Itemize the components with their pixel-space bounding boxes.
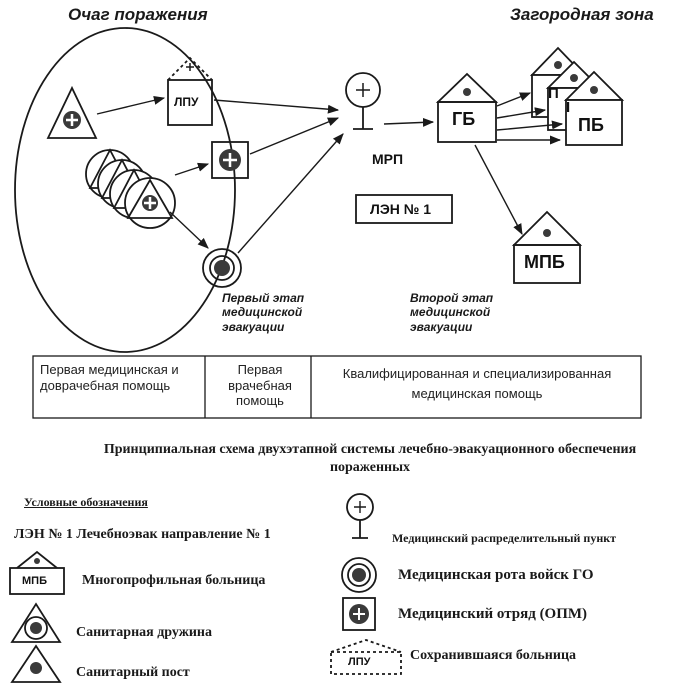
mpb-hospital-icon [511, 210, 583, 284]
legend-med-company: Медицинская рота войск ГО [398, 567, 594, 583]
legend-mpb-box [9, 550, 65, 595]
gb-hospital-icon [435, 72, 499, 143]
legend-preserved-hospital: Сохранившаяся больница [410, 648, 577, 663]
first-stage-label: Первый этап медицинской эвакуации [222, 291, 305, 334]
mrp-icon [345, 72, 381, 130]
lpu-label: ЛПУ [174, 95, 199, 109]
legend-mpb: Многопрофильная больница [82, 573, 266, 588]
legend-sanitary-squad: Санитарная дружина [76, 625, 213, 640]
flow-arrows [96, 92, 564, 254]
legend-sanitary-squad-icon [10, 602, 62, 643]
legend-mrp: Медицинский распределительный пункт [392, 531, 617, 545]
lpu-icon [167, 56, 213, 126]
legend-title: Условные обозначения [24, 495, 148, 509]
lesion-focus-title: Очаг поражения [68, 5, 208, 24]
legend-sanitary-post: Санитарный пост [76, 665, 190, 680]
pb-hospital-icon-3 [563, 70, 625, 146]
pb-partial-label-2: I [566, 99, 571, 116]
len-label: ЛЭН № 1 [370, 201, 432, 217]
legend-medical-company-icon [341, 557, 377, 593]
pb-partial-label-1: П [548, 85, 559, 102]
legend-med-detachment: Медицинский отряд (ОПМ) [398, 606, 588, 622]
legend-mrp-icon [346, 493, 374, 539]
second-stage-label: Второй этап медицинской эвакуации [410, 291, 494, 334]
legend-mpb-box-label: МПБ [22, 575, 47, 587]
table-cell-doctor-aid: Первая врачебная помощь [228, 362, 292, 409]
mpb-label: МПБ [524, 252, 565, 272]
medical-detachment-icon [211, 141, 249, 179]
lesion-focus-oval [14, 27, 236, 353]
len-box [355, 194, 453, 224]
table-cell-first-aid: Первая медицинская и доврачебная помощь [40, 362, 179, 393]
legend-len: ЛЭН № 1 Лечебноэвак направление № 1 [14, 527, 271, 542]
care-table [32, 355, 642, 419]
legend-medical-detachment-icon [342, 597, 376, 631]
pb-label: ПБ [578, 115, 604, 135]
sanitary-squad-icon-4 [124, 177, 176, 229]
sanitary-post-icon [46, 85, 98, 139]
gb-label: ГБ [452, 109, 476, 129]
legend-sanitary-post-icon [10, 644, 62, 683]
suburban-zone-title: Загородная зона [510, 5, 654, 24]
legend-lpu-box-label: ЛПУ [348, 656, 371, 668]
diagram-caption: Принципиальная схема двухэтапной системы… [103, 442, 637, 475]
medical-company-icon [202, 248, 242, 288]
legend-preserved-hospital-icon [330, 639, 402, 675]
mrp-label: МРП [372, 151, 404, 167]
table-cell-specialized-aid: Квалифицированная и специализированная м… [342, 366, 612, 402]
